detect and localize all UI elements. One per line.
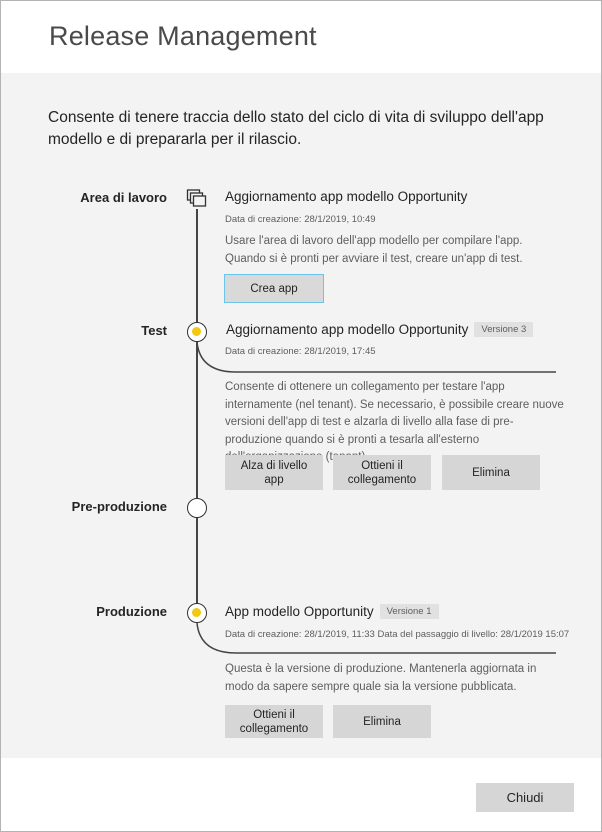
stage-label-preproduction: Pre-produzione [71, 499, 167, 514]
production-card-title-text: App modello Opportunity [225, 604, 374, 619]
test-get-link-button[interactable]: Ottieni il collegamento [333, 455, 431, 490]
workspace-description: Usare l'area di lavoro dell'app modello … [225, 235, 523, 265]
workspace-created-date: Data di creazione: 28/1/2019, 10:49 [225, 214, 376, 225]
workspace-stack-icon [186, 188, 208, 208]
dialog-title: Release Management [49, 21, 317, 51]
intro-text: Consente di tenere traccia dello stato d… [48, 109, 544, 148]
production-stage-node [187, 603, 207, 623]
test-card-title-text: Aggiornamento app modello Opportunity [226, 322, 469, 337]
test-created-date: Data di creazione: 28/1/2019, 17:45 [225, 346, 376, 357]
production-description: Questa è la versione di produzione. Mant… [225, 663, 537, 693]
promote-app-button[interactable]: Alza di livello app [225, 455, 323, 490]
test-description: Consente di ottenere un collegamento per… [225, 381, 564, 463]
stage-label-production: Produzione [96, 604, 167, 619]
production-get-link-button[interactable]: Ottieni il collegamento [225, 705, 323, 738]
test-version-badge: Versione 3 [474, 322, 534, 337]
dialog-body: Consente di tenere traccia dello stato d… [1, 73, 601, 758]
production-delete-button[interactable]: Elimina [333, 705, 431, 738]
production-version-badge: Versione 1 [379, 604, 439, 619]
production-created-date: Data di creazione: 28/1/2019, 11:33 Data… [225, 629, 570, 640]
dialog-header: Release Management [1, 1, 601, 73]
test-stage-node [187, 322, 207, 342]
test-branch-line [196, 342, 556, 373]
test-delete-button[interactable]: Elimina [442, 455, 540, 490]
workspace-card-title: Aggiornamento app modello Opportunity [225, 189, 468, 204]
stage-label-workspace: Area di lavoro [80, 190, 167, 205]
test-card-title: Aggiornamento app modello Opportunity Ver… [226, 322, 534, 337]
preproduction-stage-node [187, 498, 207, 518]
active-dot-icon [192, 608, 201, 617]
production-card-title: App modello Opportunity Versione 1 [225, 604, 439, 619]
create-app-button[interactable]: Crea app [224, 274, 324, 303]
stage-label-test: Test [141, 323, 167, 338]
production-branch-line [196, 623, 556, 654]
close-button[interactable]: Chiudi [476, 783, 574, 812]
active-dot-icon [192, 327, 201, 336]
dialog-footer: Chiudi [1, 758, 601, 831]
timeline-line [196, 209, 198, 621]
